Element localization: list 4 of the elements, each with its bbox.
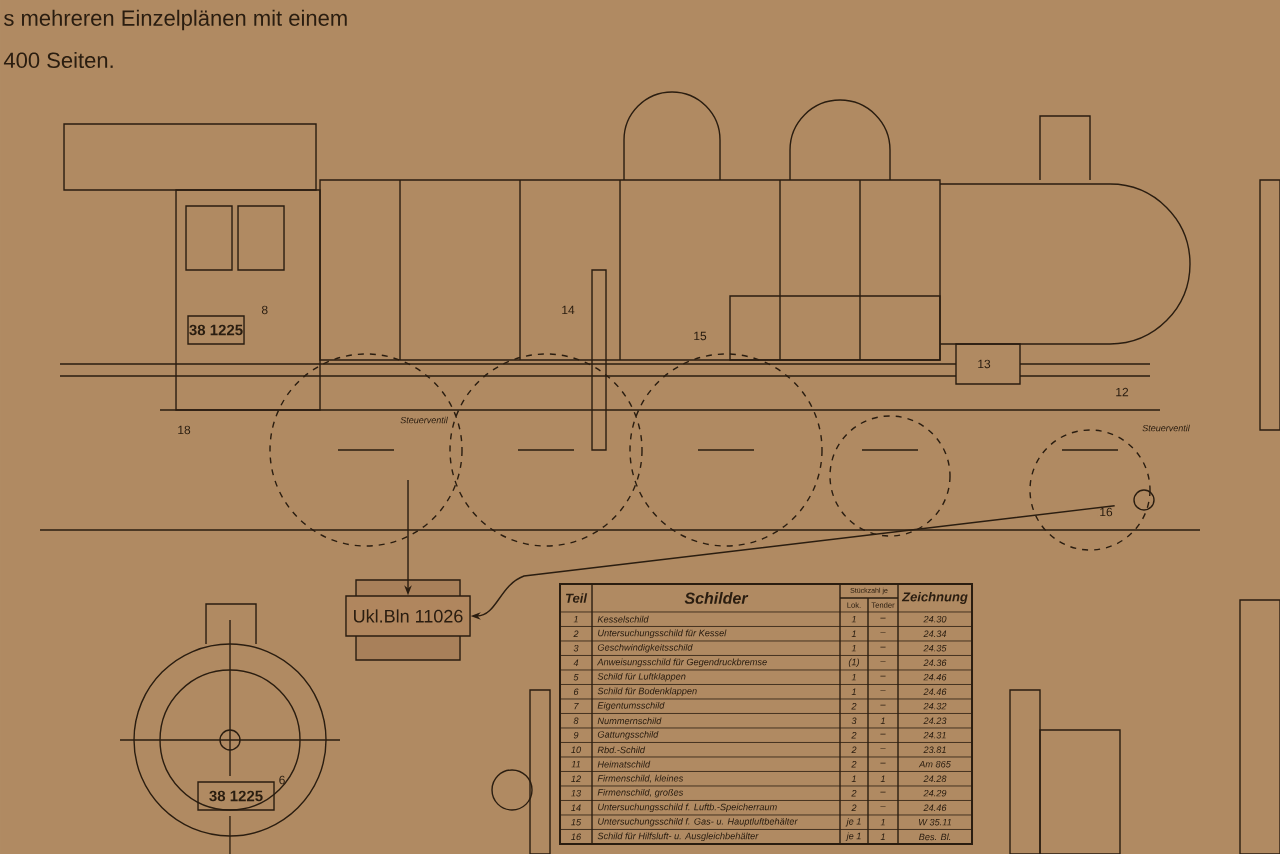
heading-text: 400 Seiten. bbox=[3, 51, 113, 69]
heading-text: s mehreren Einzelplänen mit einem bbox=[4, 9, 347, 31]
plate-box: Ukl.Bln 11026 bbox=[345, 579, 471, 661]
table-header: Schilder bbox=[684, 592, 749, 604]
